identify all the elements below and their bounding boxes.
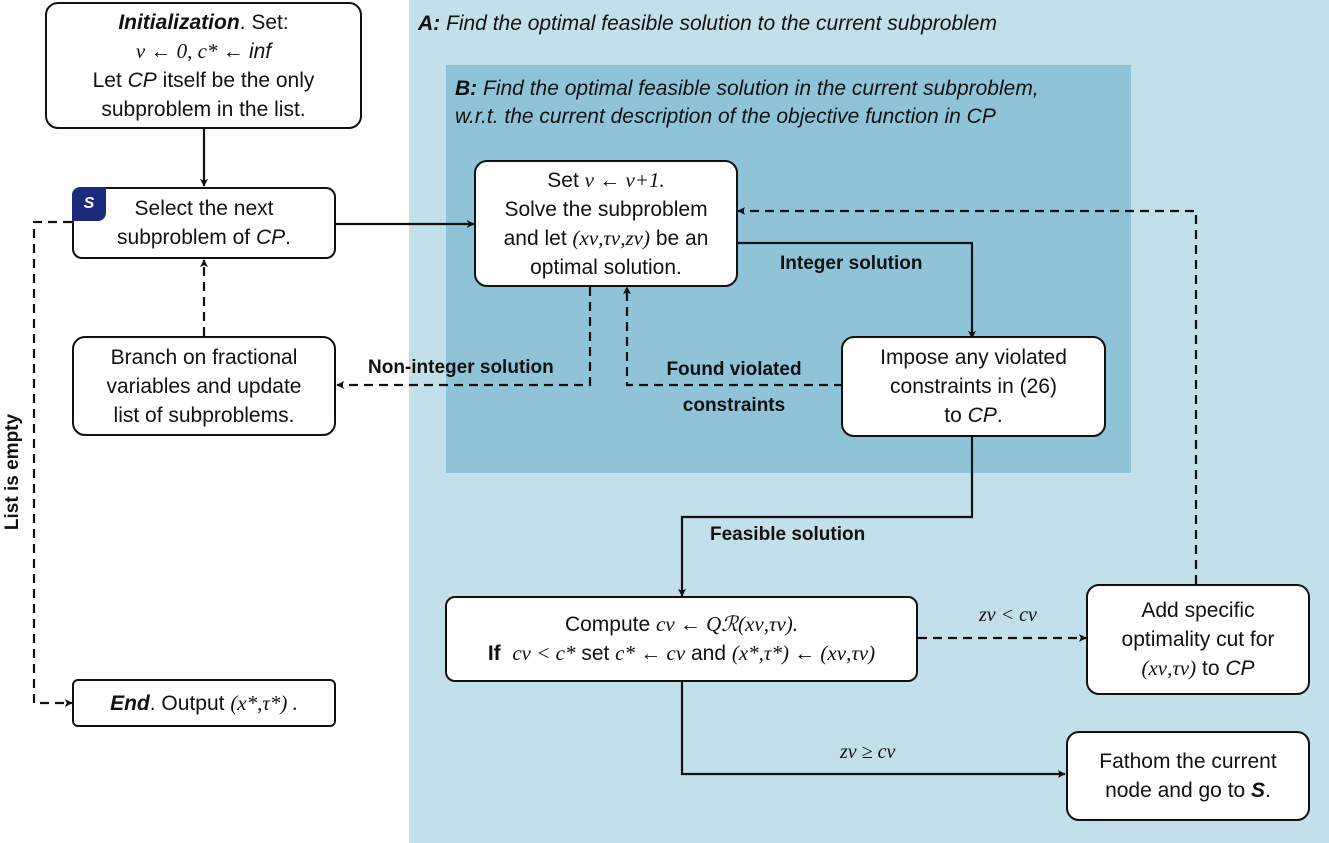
branch-line1: Branch on fractional bbox=[110, 345, 298, 369]
edge-found-violated bbox=[623, 286, 843, 387]
end-node: End. Output (x*,τ*) . bbox=[72, 679, 336, 727]
end-text: . Output bbox=[149, 691, 231, 715]
solve-line4: optimal solution. bbox=[530, 255, 682, 279]
region-a-title: A: Find the optimal feasible solution to… bbox=[418, 12, 997, 35]
edge-optcut-solve bbox=[737, 207, 1198, 584]
s-badge: S bbox=[72, 187, 106, 221]
compute-line1-pre: Compute bbox=[564, 613, 656, 636]
optcut-math: (xν,τν) bbox=[1141, 656, 1197, 680]
fathom-line2-pre: node and go to bbox=[1105, 779, 1252, 802]
edge-label-z-less-c: zν < cν bbox=[979, 604, 1037, 626]
fathom-line2-post: . bbox=[1265, 779, 1271, 802]
edge-list-empty bbox=[32, 220, 73, 707]
init-line3-post: itself be the only bbox=[156, 68, 315, 92]
impose-line3-post: . bbox=[996, 404, 1003, 427]
fathom-line1: Fathom the current bbox=[1099, 750, 1277, 773]
edge-feasible bbox=[678, 437, 974, 597]
optcut-line1: Add specific bbox=[1141, 599, 1255, 622]
edge-non-integer bbox=[336, 287, 592, 389]
compute-and: and bbox=[685, 642, 732, 665]
init-assign-nu: ν ← 0, bbox=[135, 38, 198, 63]
branch-line3: list of subproblems. bbox=[113, 403, 295, 427]
init-title: Initialization bbox=[118, 10, 240, 34]
edge-label-found-violated-1: Found violated bbox=[666, 359, 802, 380]
branch-node: Branch on fractional variables and updat… bbox=[72, 336, 336, 436]
select-node: Select the next subproblem of CP. bbox=[72, 187, 336, 259]
impose-cp: CP bbox=[967, 404, 997, 427]
branch-line2: variables and update bbox=[106, 374, 302, 398]
edge-z-geq-c bbox=[680, 681, 1066, 778]
init-inf: inf bbox=[248, 39, 272, 63]
edge-label-list-empty: List is empty bbox=[2, 413, 23, 531]
compute-assign-c: c* ← cν bbox=[615, 641, 686, 665]
compute-line1-math: cν ← Qℛ(xν,τν). bbox=[656, 612, 799, 636]
solve-line1-math: ν ← ν+1. bbox=[584, 167, 665, 192]
select-line1: Select the next bbox=[134, 197, 274, 220]
edge-label-integer: Integer solution bbox=[780, 253, 923, 274]
compute-cond: cν < c* bbox=[512, 641, 576, 665]
init-line4: subproblem in the list. bbox=[101, 97, 306, 121]
optcut-line2: optimality cut for bbox=[1121, 628, 1275, 651]
solve-line1-pre: Set bbox=[547, 168, 585, 192]
end-title: End bbox=[110, 691, 150, 715]
edge-label-feasible: Feasible solution bbox=[710, 524, 866, 545]
compute-assign-x: (x*,τ*) ← (xν,τν) bbox=[731, 641, 876, 665]
edge-integer bbox=[737, 241, 976, 339]
solve-line3-math: (xν,τν,zν) bbox=[572, 225, 650, 250]
impose-line3-pre: to bbox=[944, 404, 968, 427]
init-line3-pre: Let bbox=[92, 68, 128, 92]
region-b-title: B: Find the optimal feasible solution in… bbox=[455, 77, 1039, 128]
init-assign-c: c* ← bbox=[197, 38, 249, 63]
solve-line2: Solve the subproblem bbox=[504, 197, 708, 221]
fathom-node: Fathom the current node and go to S. bbox=[1066, 731, 1310, 821]
solve-node: Set ν ← ν+1. Solve the subproblem and le… bbox=[474, 160, 738, 287]
solve-line3-post: be an bbox=[649, 226, 709, 250]
fathom-s: S bbox=[1251, 779, 1266, 802]
compute-node: Compute cν ← Qℛ(xν,τν). If cν < c* set c… bbox=[445, 596, 918, 682]
init-cp: CP bbox=[127, 68, 157, 92]
select-cp: CP bbox=[255, 226, 286, 249]
end-math: (x*,τ*) . bbox=[230, 690, 298, 715]
edge-label-non-integer: Non-integer solution bbox=[368, 357, 554, 378]
compute-set: set bbox=[575, 642, 616, 665]
init-title-suffix: . Set: bbox=[239, 10, 289, 34]
compute-if: If bbox=[487, 642, 501, 665]
optcut-node: Add specific optimality cut for (xν,τν) … bbox=[1086, 584, 1310, 695]
solve-line3-pre: and let bbox=[503, 226, 573, 250]
select-line2-pre: subproblem of bbox=[117, 226, 256, 249]
optcut-cp: CP bbox=[1225, 657, 1255, 680]
init-node: Initialization. Set: ν ← 0, c* ← inf Let… bbox=[45, 2, 362, 129]
impose-node: Impose any violated constraints in (26) … bbox=[841, 336, 1106, 437]
impose-line1: Impose any violated bbox=[880, 346, 1067, 369]
edge-label-z-geq-c: zν ≥ cν bbox=[840, 741, 896, 763]
edge-label-found-violated-2: constraints bbox=[682, 395, 786, 416]
optcut-to: to bbox=[1196, 657, 1226, 680]
select-line2-post: . bbox=[285, 226, 291, 249]
impose-line2: constraints in (26) bbox=[890, 375, 1057, 398]
